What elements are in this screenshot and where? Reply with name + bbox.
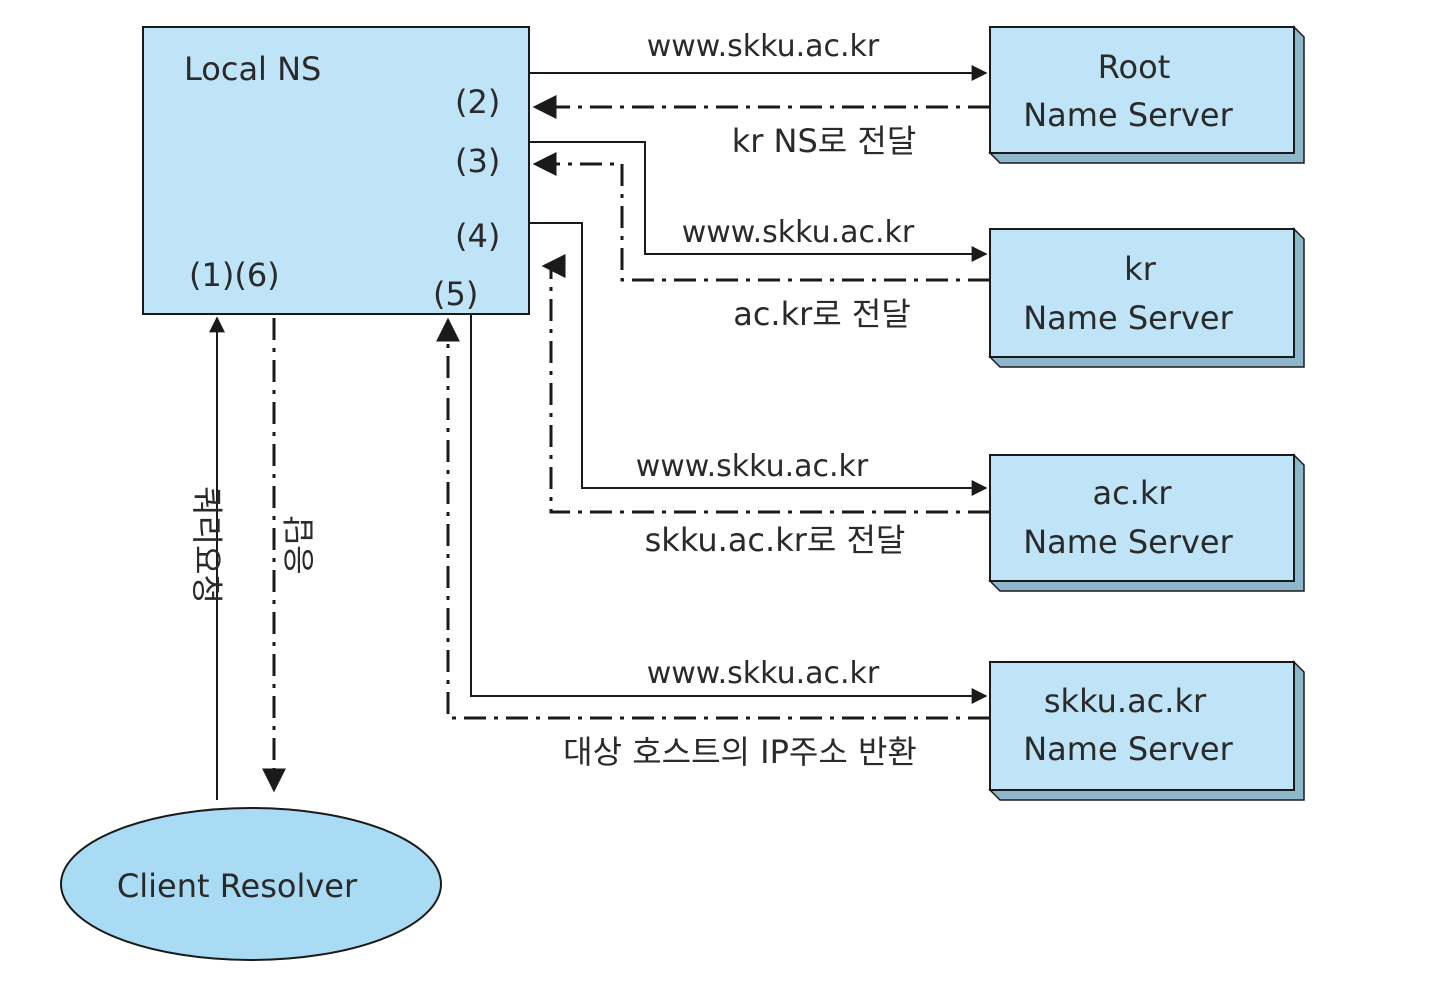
step-2-label: (2) <box>455 83 500 121</box>
skku-ac-kr-name-server-box: skku.ac.kr Name Server <box>988 660 1305 801</box>
query-arrow-ac-kr <box>529 222 988 496</box>
step-3-label: (3) <box>455 142 500 180</box>
kr-name-server-box: kr Name Server <box>988 227 1305 368</box>
ac-kr-server-line1: ac.kr <box>1092 474 1172 512</box>
response-label-skku: 대상 호스트의 IP주소 반환 <box>563 733 917 771</box>
query-label-ac-kr: www.skku.ac.kr <box>636 449 869 484</box>
query-label-kr: www.skku.ac.kr <box>682 215 915 250</box>
kr-server-line1: kr <box>1124 250 1157 288</box>
skku-server-line2: Name Server <box>1023 730 1233 768</box>
response-label-kr: ac.kr로 전달 <box>733 295 911 333</box>
ac-kr-name-server-box: ac.kr Name Server <box>988 453 1305 592</box>
root-server-line2: Name Server <box>1023 96 1233 134</box>
client-response-label: 응답 <box>280 516 318 575</box>
query-arrows <box>209 65 988 800</box>
root-name-server-box: Root Name Server <box>988 25 1305 164</box>
response-arrow-kr <box>532 152 990 282</box>
query-arrow-kr <box>529 141 988 262</box>
root-server-line1: Root <box>1098 48 1171 86</box>
query-label-skku: www.skku.ac.kr <box>647 656 880 691</box>
step-5-label: (5) <box>433 275 478 313</box>
skku-server-line1: skku.ac.kr <box>1044 682 1207 720</box>
query-label-root: www.skku.ac.kr <box>647 29 880 64</box>
client-resolver-label: Client Resolver <box>117 867 358 905</box>
step-1-6-label: (1)(6) <box>189 256 280 294</box>
local-ns-box: Local NS (2) (3) (4) (5) (1)(6) <box>142 26 530 315</box>
ac-kr-server-line2: Name Server <box>1023 523 1233 561</box>
response-arrows <box>262 95 990 793</box>
step-4-label: (4) <box>455 217 500 255</box>
response-arrow-skku <box>436 317 990 720</box>
query-arrow-skku <box>470 314 988 704</box>
response-arrow-ac-kr <box>541 254 990 514</box>
kr-server-line2: Name Server <box>1023 299 1233 337</box>
response-label-ac-kr: skku.ac.kr로 전달 <box>645 521 906 559</box>
client-query-label: 쿼리요청 <box>188 486 226 604</box>
client-resolver: Client Resolver <box>60 807 442 961</box>
response-label-root: kr NS로 전달 <box>732 122 917 160</box>
local-ns-title: Local NS <box>184 50 321 88</box>
